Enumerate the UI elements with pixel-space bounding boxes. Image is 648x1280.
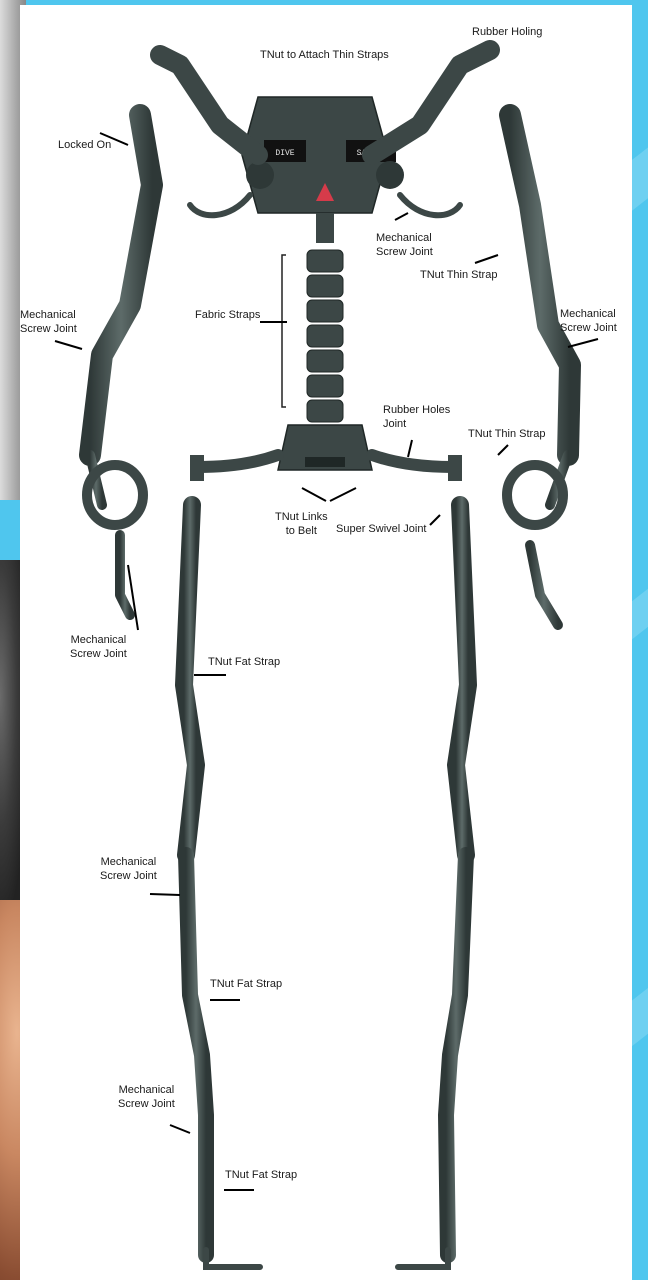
- left-foot-plate: [206, 1250, 260, 1267]
- label-mechanical-screw-joint-knee: Mechanical Screw Joint: [100, 855, 157, 883]
- label-mechanical-screw-joint-wrist: Mechanical Screw Joint: [70, 633, 127, 661]
- label-locked-on: Locked On: [58, 138, 111, 152]
- backpack-unit: DIVE SA-G07: [242, 97, 404, 243]
- label-tnut-thin-strap-upper: TNut Thin Strap: [420, 268, 497, 282]
- label-fabric-straps: Fabric Straps: [195, 308, 260, 322]
- right-leg: [446, 505, 468, 1255]
- left-arm: [90, 115, 152, 615]
- label-super-swivel-joint: Super Swivel Joint: [336, 522, 427, 536]
- label-tnut-fat-strap-lower: TNut Fat Strap: [225, 1168, 297, 1182]
- right-arm: [510, 115, 570, 625]
- label-tnut-fat-strap-upper: TNut Fat Strap: [208, 655, 280, 669]
- label-rubber-holing: Rubber Holing: [472, 25, 542, 39]
- fabric-straps-bracket: [282, 255, 286, 407]
- label-mechanical-screw-joint-left-arm: Mechanical Screw Joint: [20, 308, 77, 336]
- label-mechanical-screw-joint-shoulder: Mechanical Screw Joint: [376, 231, 433, 259]
- diagram-panel: DIVE SA-G07: [20, 5, 632, 1280]
- label-tnut-fat-strap-middle: TNut Fat Strap: [210, 977, 282, 991]
- label-mechanical-screw-joint-right-arm: Mechanical Screw Joint: [560, 307, 617, 335]
- panel-left-text: DIVE: [275, 149, 294, 158]
- label-rubber-holes-joint: Rubber Holes Joint: [383, 403, 450, 431]
- left-leg: [184, 505, 206, 1255]
- label-tnut-attach-thin-straps: TNut to Attach Thin Straps: [260, 48, 389, 62]
- hip-belt: [190, 425, 462, 481]
- label-tnut-links-to-belt: TNut Links to Belt: [275, 510, 328, 538]
- label-mechanical-screw-joint-ankle: Mechanical Screw Joint: [118, 1083, 175, 1111]
- spine-segments: [307, 250, 343, 422]
- label-tnut-thin-strap-lower: TNut Thin Strap: [468, 427, 545, 441]
